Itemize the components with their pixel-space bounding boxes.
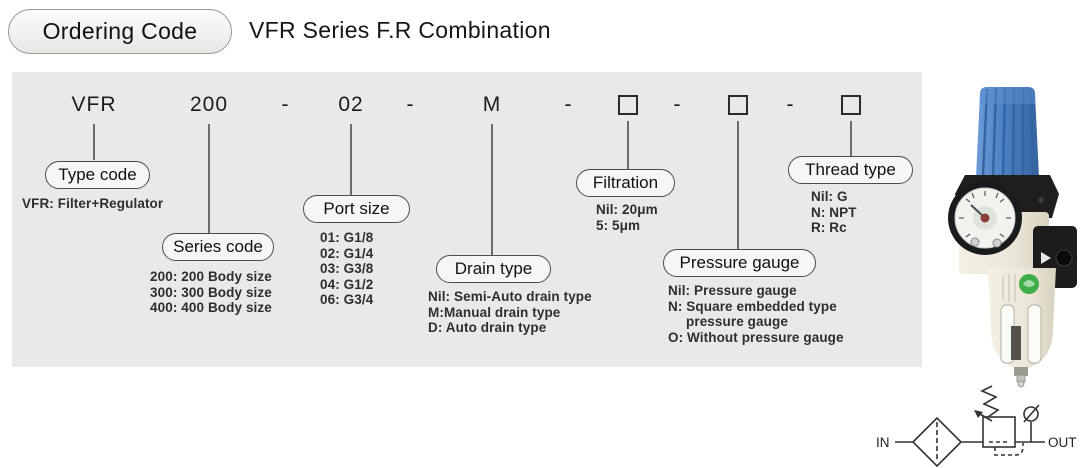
code-separator: - bbox=[786, 93, 794, 116]
callout-thread-type: Thread type bbox=[788, 156, 913, 184]
placeholder-box-thread-type bbox=[841, 95, 861, 115]
option-item: N: NPT bbox=[811, 204, 857, 220]
option-item: 04: G1/2 bbox=[320, 276, 374, 292]
series-code-options: 200: 200 Body size 300: 300 Body size 40… bbox=[150, 269, 272, 316]
option-item: M:Manual drain type bbox=[428, 304, 561, 320]
option-item: N: Square embedded type bbox=[668, 298, 837, 314]
feedback-line bbox=[994, 443, 1024, 456]
option-item: O: Without pressure gauge bbox=[668, 329, 844, 345]
placeholder-box-pressure-gauge bbox=[728, 95, 748, 115]
code-separator: - bbox=[281, 93, 289, 116]
ordering-code-panel bbox=[12, 72, 922, 367]
option-item: Nil: Pressure gauge bbox=[668, 283, 797, 298]
filter-bowl bbox=[988, 268, 1056, 369]
connector-series-code bbox=[208, 124, 210, 234]
connector-type-code bbox=[93, 124, 95, 160]
connector-thread-type bbox=[850, 121, 852, 156]
option-item: R: Rc bbox=[811, 220, 847, 235]
code-separator: - bbox=[406, 93, 414, 116]
callout-drain-type: Drain type bbox=[436, 255, 551, 283]
eco-badge bbox=[1019, 274, 1039, 294]
code-part-series: 200 bbox=[189, 93, 229, 116]
placeholder-box-filtration bbox=[618, 95, 638, 115]
filter-symbol bbox=[911, 416, 963, 468]
pressure-gauge-options: Nil: Pressure gauge N: Square embedded t… bbox=[668, 283, 844, 345]
option-item: Nil: G bbox=[811, 189, 848, 204]
callout-type-code: Type code bbox=[45, 161, 150, 189]
option-item: 300: 300 Body size bbox=[150, 284, 272, 300]
option-item: 5: 5μm bbox=[596, 217, 641, 233]
option-item: 03: G3/8 bbox=[320, 261, 374, 276]
option-item: 06: G3/4 bbox=[320, 292, 374, 307]
type-code-options: VFR: Filter+Regulator bbox=[22, 196, 163, 212]
page-title: VFR Series F.R Combination bbox=[249, 17, 551, 43]
callout-filtration: Filtration bbox=[576, 169, 675, 197]
code-separator: - bbox=[564, 93, 572, 116]
code-separator: - bbox=[673, 93, 681, 116]
thread-type-options: Nil: G N: NPT R: Rc bbox=[811, 189, 857, 236]
drain-type-options: Nil: Semi-Auto drain type M:Manual drain… bbox=[428, 289, 592, 336]
option-item: D: Auto drain type bbox=[428, 320, 547, 335]
code-part-type: VFR bbox=[71, 93, 117, 116]
option-item: VFR: Filter+Regulator bbox=[22, 196, 164, 211]
knob-blue bbox=[976, 87, 1039, 177]
connector-port-size bbox=[350, 124, 352, 195]
option-item: 01: G1/8 bbox=[320, 230, 374, 245]
option-item: Nil: 20μm bbox=[596, 202, 658, 217]
option-item: 200: 200 Body size bbox=[150, 269, 272, 284]
callout-pressure-gauge: Pressure gauge bbox=[663, 249, 816, 277]
code-part-drain: M bbox=[482, 93, 502, 116]
regulator-symbol bbox=[979, 385, 1024, 456]
pressure-gauge-dial bbox=[948, 181, 1022, 255]
option-item: 400: 400 Body size bbox=[150, 300, 272, 315]
filtration-options: Nil: 20μm 5: 5μm bbox=[596, 202, 658, 233]
option-item: Nil: Semi-Auto drain type bbox=[428, 289, 592, 304]
arrow-icon bbox=[974, 410, 983, 418]
connector-drain-type bbox=[491, 124, 493, 255]
option-item-continuation: pressure gauge bbox=[686, 314, 788, 329]
in-label: IN bbox=[876, 435, 890, 450]
connector-filtration bbox=[627, 121, 629, 170]
connector-pressure-gauge bbox=[737, 121, 739, 249]
callout-series-code: Series code bbox=[162, 233, 274, 261]
out-label: OUT bbox=[1048, 435, 1077, 450]
ordering-code-badge-label: Ordering Code bbox=[42, 18, 198, 44]
callout-port-size: Port size bbox=[303, 195, 410, 223]
code-part-port: 02 bbox=[338, 93, 364, 116]
option-item: 02: G1/4 bbox=[320, 245, 374, 261]
port-size-options: 01: G1/8 02: G1/4 03: G3/8 04: G1/2 06: … bbox=[320, 230, 373, 308]
product-photo-filter-regulator bbox=[948, 87, 1077, 388]
pneumatic-symbol: IN OUT bbox=[876, 385, 1077, 468]
ordering-code-badge: Ordering Code bbox=[8, 9, 232, 54]
spring-icon bbox=[980, 385, 1000, 418]
drain-fitting bbox=[1014, 367, 1028, 388]
gauge-symbol bbox=[1023, 404, 1040, 442]
